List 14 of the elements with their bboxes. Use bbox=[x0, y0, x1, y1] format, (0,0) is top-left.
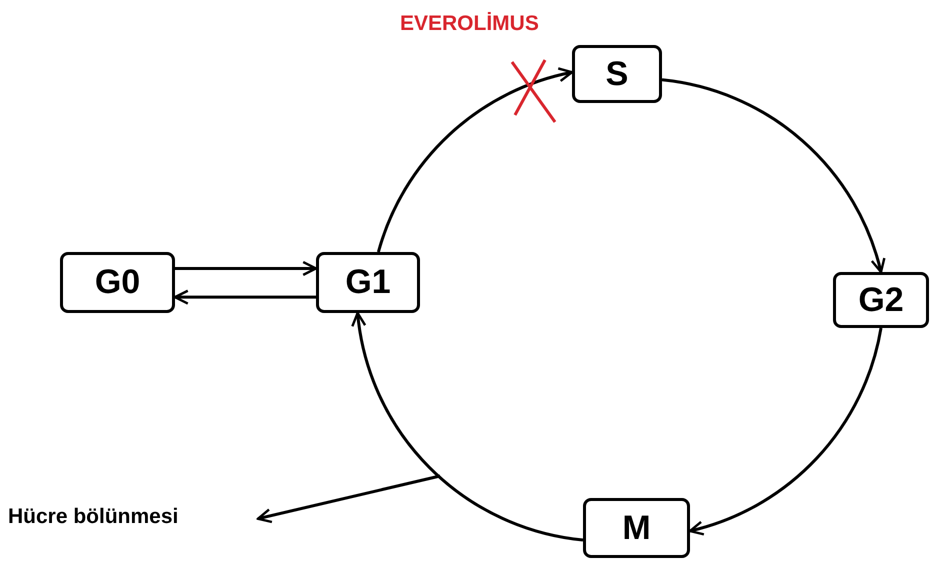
phase-box: S bbox=[572, 45, 662, 103]
drug-label: EVEROLİMUS bbox=[400, 11, 539, 37]
arrow bbox=[376, 68, 574, 252]
phase-box: G1 bbox=[316, 252, 420, 313]
arrow bbox=[662, 78, 885, 274]
phase-box: M bbox=[583, 498, 690, 558]
arrow bbox=[352, 312, 584, 542]
arrow bbox=[256, 474, 440, 524]
arrow bbox=[175, 260, 318, 276]
annotation-text: Hücre bölünmesi bbox=[8, 500, 258, 534]
arrow bbox=[688, 328, 882, 535]
arrow bbox=[174, 290, 316, 305]
phase-box: G2 bbox=[833, 272, 929, 328]
phase-box: G0 bbox=[60, 252, 175, 313]
